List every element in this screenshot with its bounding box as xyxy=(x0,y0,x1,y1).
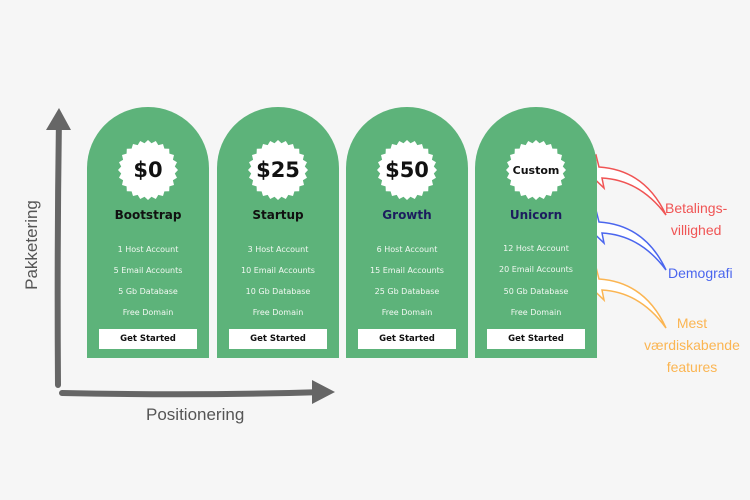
feature-item: Free Domain xyxy=(510,308,562,317)
x-axis-label: Positionering xyxy=(146,405,245,424)
feature-item: 10 Gb Database xyxy=(245,287,311,296)
annotation-features: Mest værdiskabende features xyxy=(644,315,740,375)
price-badge: $0 xyxy=(118,140,178,200)
plan-name: Growth xyxy=(382,208,432,222)
feature-item: 5 Email Accounts xyxy=(113,266,183,275)
feature-item: Free Domain xyxy=(122,308,174,317)
feature-item: Free Domain xyxy=(252,308,304,317)
y-axis-arrow xyxy=(54,115,62,388)
feature-item: 6 Host Account xyxy=(376,245,438,254)
y-axis-label: Pakketering xyxy=(22,200,41,290)
x-axis-arrow xyxy=(59,389,327,398)
annotation-betalingsvillighed: Betalings- villighed xyxy=(665,200,728,238)
get-started-button[interactable]: Get Started xyxy=(358,329,456,349)
price-badge: $25 xyxy=(248,140,308,200)
price: $50 xyxy=(385,158,429,182)
plan-name: Unicorn xyxy=(509,208,563,222)
feature-item: 3 Host Account xyxy=(247,245,309,254)
plan-name: Startup xyxy=(252,208,304,222)
feature-item: 50 Gb Database xyxy=(503,287,569,296)
feature-item: 10 Email Accounts xyxy=(241,266,315,275)
feature-item: 12 Host Account xyxy=(503,244,569,253)
y-arrowhead-icon xyxy=(46,108,71,130)
price: $0 xyxy=(133,158,163,182)
get-started-button[interactable]: Get Started xyxy=(229,329,327,349)
feature-item: Free Domain xyxy=(381,308,433,317)
annotation-demografi: Demografi xyxy=(668,265,733,281)
price: Custom xyxy=(512,163,560,177)
feature-item: 1 Host Account xyxy=(117,245,179,254)
x-arrowhead-icon xyxy=(312,380,335,404)
feature-item: 15 Email Accounts xyxy=(370,266,444,275)
feature-item: 5 Gb Database xyxy=(118,287,178,296)
price-badge: $50 xyxy=(377,140,437,200)
plan-name: Bootstrap xyxy=(114,208,182,222)
price-badge: Custom xyxy=(506,140,566,200)
get-started-button[interactable]: Get Started xyxy=(487,329,585,349)
feature-item: 20 Email Accounts xyxy=(499,265,573,274)
price: $25 xyxy=(256,158,300,182)
feature-item: 25 Gb Database xyxy=(374,287,440,296)
get-started-button[interactable]: Get Started xyxy=(99,329,197,349)
